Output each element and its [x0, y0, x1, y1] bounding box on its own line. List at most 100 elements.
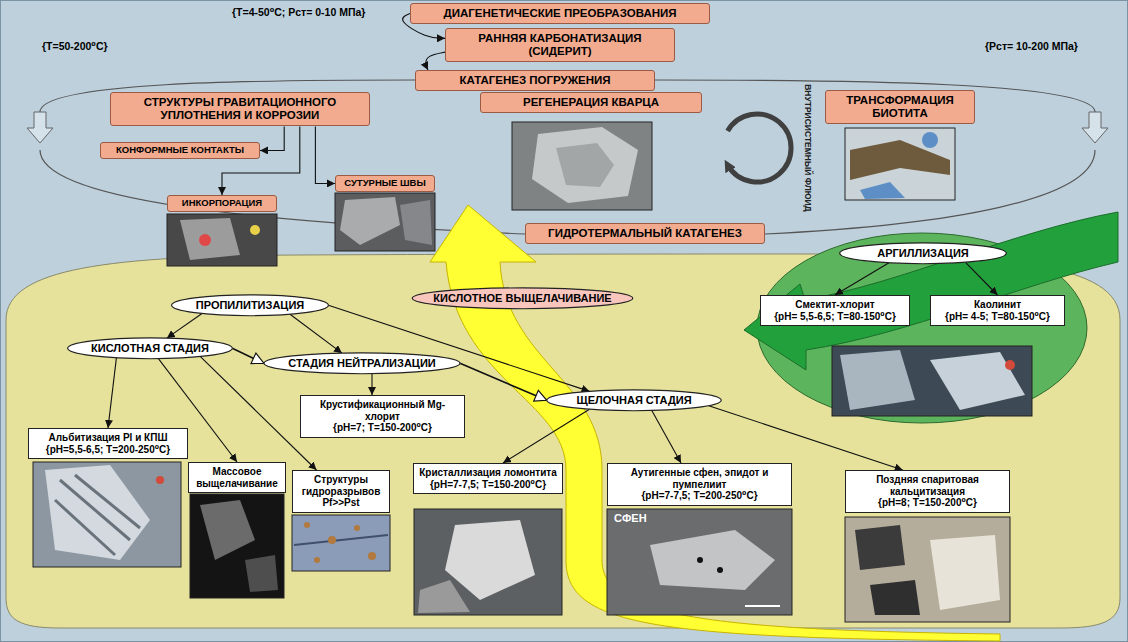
node-text: Альбитизация Pl и КПШ: [32, 432, 184, 444]
stage-ellipse: АРГИЛЛИЗАЦИЯ: [838, 242, 1008, 265]
feature-box: ИНКОРПОРАЦИЯ: [167, 195, 277, 212]
node-text: {pH= 4-5; T=80-150⁰C}: [934, 311, 1061, 323]
photo-grain: [855, 525, 905, 570]
mineral-box: Массовое выщелачивание: [188, 462, 286, 493]
node-text: КИСЛОТНОЕ ВЫЩЕЛАЧИВАНИЕ: [424, 292, 621, 305]
photo-frame: [167, 214, 277, 266]
mineral-box: Структуры гидроразрывовPf>>Pst: [292, 470, 390, 513]
connector-arrow: [503, 409, 590, 463]
ellipse-shape: [840, 243, 1007, 264]
connector-arrow: [108, 358, 116, 428]
node-text: КИСЛОТНАЯ СТАДИЯ: [80, 342, 220, 355]
node-text: Массовое выщелачивание: [192, 466, 282, 489]
micro-photo: [292, 515, 390, 571]
photo-grain: [650, 530, 775, 590]
photo-frame: [414, 509, 562, 615]
photo-grain: [180, 218, 240, 260]
photo-grain: [445, 520, 535, 600]
photo-twinning: [55, 475, 140, 555]
connector-arrow: [260, 126, 284, 150]
photo-frame: [190, 494, 284, 598]
node-text: КАТАГЕНЕЗ ПОГРУЖЕНИЯ: [420, 74, 650, 87]
node-text: {pH= 5,5-6,5; T=80-150⁰C}: [764, 311, 906, 323]
hollow-arrow: [27, 112, 53, 143]
transition-arrow: [460, 363, 547, 400]
node-text: РЕГЕНЕРАЦИЯ КВАРЦА: [485, 96, 697, 109]
photo-frame: [335, 193, 435, 251]
annotation-label: {Pст= 10-200 МПа}: [985, 40, 1078, 52]
connector-arrow: [328, 305, 589, 391]
photo-grain: [200, 500, 255, 560]
photo-grain: [199, 234, 211, 246]
node-text: Каолинит: [934, 299, 1061, 311]
node-text: ПРОПИЛИТИЗАЦИЯ: [184, 299, 316, 312]
annotation-label: {T=50-200⁰C}: [42, 40, 108, 52]
feature-box: СУТУРНЫЕ ШВЫ: [335, 175, 435, 192]
node-text: ДИАГЕНЕТИЧЕСКИЕ ПРЕОБРАЗОВАНИЯ: [415, 7, 705, 20]
photo-grain: [556, 143, 614, 187]
node-text: КОНФОРМНЫЕ КОНТАКТЫ: [105, 145, 255, 156]
node-text: Pf>>Pst: [296, 497, 386, 509]
photo-grain: [156, 476, 164, 484]
mineral-box: Крустификационный Mg-хлорит{pH=7; T=150-…: [300, 395, 465, 438]
photo-frame: [832, 346, 1032, 416]
connector-arrow: [652, 411, 681, 463]
ellipse-shape: [172, 295, 329, 316]
photo-grain: [930, 535, 1000, 610]
ellipse-shape: [412, 288, 633, 309]
node-text: {pH=7-7,5; T=150-200⁰C}: [417, 479, 559, 491]
node-text: {pH=8; T=150-200⁰C}: [849, 497, 1006, 509]
mineral-box: Альбитизация Pl и КПШ{pH=5,5-6,5; T=200-…: [28, 428, 188, 459]
photo-grain: [250, 225, 260, 235]
micro-photo: [845, 517, 1010, 622]
photo-grain: [840, 350, 915, 410]
stage-ellipse: ПРОПИЛИТИЗАЦИЯ: [170, 294, 330, 317]
process-ellipse: КИСЛОТНОЕ ВЫЩЕЛАЧИВАНИЕ: [410, 287, 635, 310]
photo-fracture: [294, 535, 388, 545]
node-text: СУТУРНЫЕ ШВЫ: [340, 178, 430, 189]
bracket-line: [40, 150, 525, 234]
connector-arrow: [290, 314, 342, 353]
connector-arrow: [315, 126, 335, 183]
feature-box: КОНФОРМНЫЕ КОНТАКТЫ: [100, 142, 260, 159]
photo-grain: [860, 182, 905, 199]
ellipse-shape: [547, 390, 721, 411]
node-text: ЩЕЛОЧНАЯ СТАДИЯ: [559, 394, 709, 407]
stage-box: ДИАГЕНЕТИЧЕСКИЕ ПРЕОБРАЗОВАНИЯ: [410, 3, 710, 24]
photo-grain: [697, 557, 703, 563]
stage-ellipse: КИСЛОТНАЯ СТАДИЯ: [66, 337, 234, 360]
photo-grain: [354, 525, 360, 531]
stage-box: КАТАГЕНЕЗ ПОГРУЖЕНИЯ: [415, 70, 655, 91]
photo-grain: [314, 557, 320, 563]
node-text: Структуры гидроразрывов: [296, 474, 386, 497]
photo-grain: [400, 200, 432, 245]
stage-ellipse: СТАДИЯ НЕЙТРАЛИЗАЦИИ: [262, 352, 462, 375]
photo-grain: [870, 580, 920, 615]
transition-arrow: [232, 348, 264, 363]
micro-photo: [607, 509, 792, 615]
annotation-label: СФЕН: [614, 512, 647, 525]
photo-grain: [532, 127, 638, 203]
photo-frame: [607, 509, 792, 615]
photo-grain: [418, 580, 470, 613]
mineral-box: Каолинит{pH= 4-5; T=80-150⁰C}: [930, 295, 1065, 326]
node-text: Крустификационный Mg-хлорит: [304, 399, 461, 422]
photo-frame: [512, 122, 652, 210]
annotation-label: ВНУТРИСИСТЕМНЫЙ ФЛЮИД: [801, 84, 811, 211]
photo-grain: [45, 465, 150, 560]
stage-box: ГИДРОТЕРМАЛЬНЫЙ КАТАГЕНЕЗ: [525, 223, 765, 244]
node-text: СТРУКТУРЫ ГРАВИТАЦИОННОГО УПЛОТНЕНИЯ И К…: [115, 96, 365, 122]
photo-frame: [845, 128, 955, 200]
connector-arrow: [371, 374, 372, 395]
photo-grain: [340, 197, 400, 245]
annotation-label: {T=4-50⁰C; Pст= 0-10 МПа}: [232, 6, 365, 18]
photo-grain: [1005, 360, 1015, 370]
photo-grain: [328, 536, 336, 544]
mineral-box: Аутигенные сфен, эпидот и пумпелиит{pH=7…: [607, 463, 792, 506]
micro-photo: [335, 193, 435, 251]
photo-frame: [292, 515, 390, 571]
micro-photo: [845, 128, 955, 200]
process-box: РЕГЕНЕРАЦИЯ КВАРЦА: [480, 92, 702, 113]
